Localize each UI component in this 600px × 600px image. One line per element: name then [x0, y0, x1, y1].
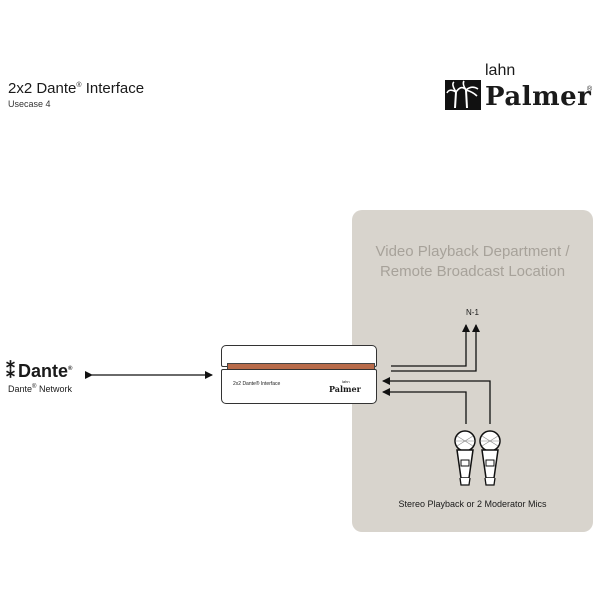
- device-brand-small: lahn: [342, 379, 350, 384]
- dante-network-prefix: Dante: [8, 384, 33, 394]
- dante-network-label: Dante® Network: [8, 384, 72, 394]
- dante-interface-device: 2x2 Dante® Interface lahn Palmer: [221, 345, 377, 405]
- zone-title-line2: Remote Broadcast Location: [379, 263, 566, 280]
- palm-tree-icon: [445, 80, 481, 110]
- title-reg-mark: ®: [76, 82, 82, 89]
- zone-title-line1: Video Playback Department /: [375, 243, 570, 260]
- dante-network-suffix: Network: [36, 384, 72, 394]
- dante-logo: ⁑Dante®: [6, 361, 72, 382]
- device-brand-big: Palmer: [329, 384, 361, 394]
- output-line-1: [391, 324, 470, 367]
- brand-logo: lahn Palmer ®: [445, 62, 595, 114]
- logo-big-text: Palmer: [485, 82, 592, 112]
- input-line-2: [382, 388, 467, 424]
- logo-small-text: lahn: [485, 62, 516, 79]
- diagram-title: 2x2 Dante® Interface: [8, 80, 144, 97]
- zone-title: Video Playback Department / Remote Broad…: [352, 242, 593, 282]
- output-line-2: [391, 324, 480, 372]
- microphone-icon: [479, 430, 501, 486]
- input-line-1: [382, 377, 491, 424]
- dante-logo-text: Dante: [18, 361, 69, 381]
- microphone-icon: [454, 430, 476, 486]
- source-caption: Stereo Playback or 2 Moderator Mics: [398, 499, 547, 509]
- dante-dots-icon: ⁑: [6, 361, 15, 381]
- title-text: 2x2 Dante: [8, 80, 77, 97]
- output-label-n1: N-1: [466, 308, 479, 317]
- device-front-panel: 2x2 Dante® Interface lahn Palmer: [221, 369, 377, 404]
- device-model-label: 2x2 Dante® Interface: [233, 381, 281, 387]
- dante-logo-reg: ®: [68, 366, 73, 372]
- dante-network-reg: ®: [32, 384, 37, 390]
- diagram-subtitle: Usecase 4: [8, 99, 51, 109]
- logo-reg-mark: ®: [587, 86, 593, 93]
- title-suffix: Interface: [81, 80, 145, 97]
